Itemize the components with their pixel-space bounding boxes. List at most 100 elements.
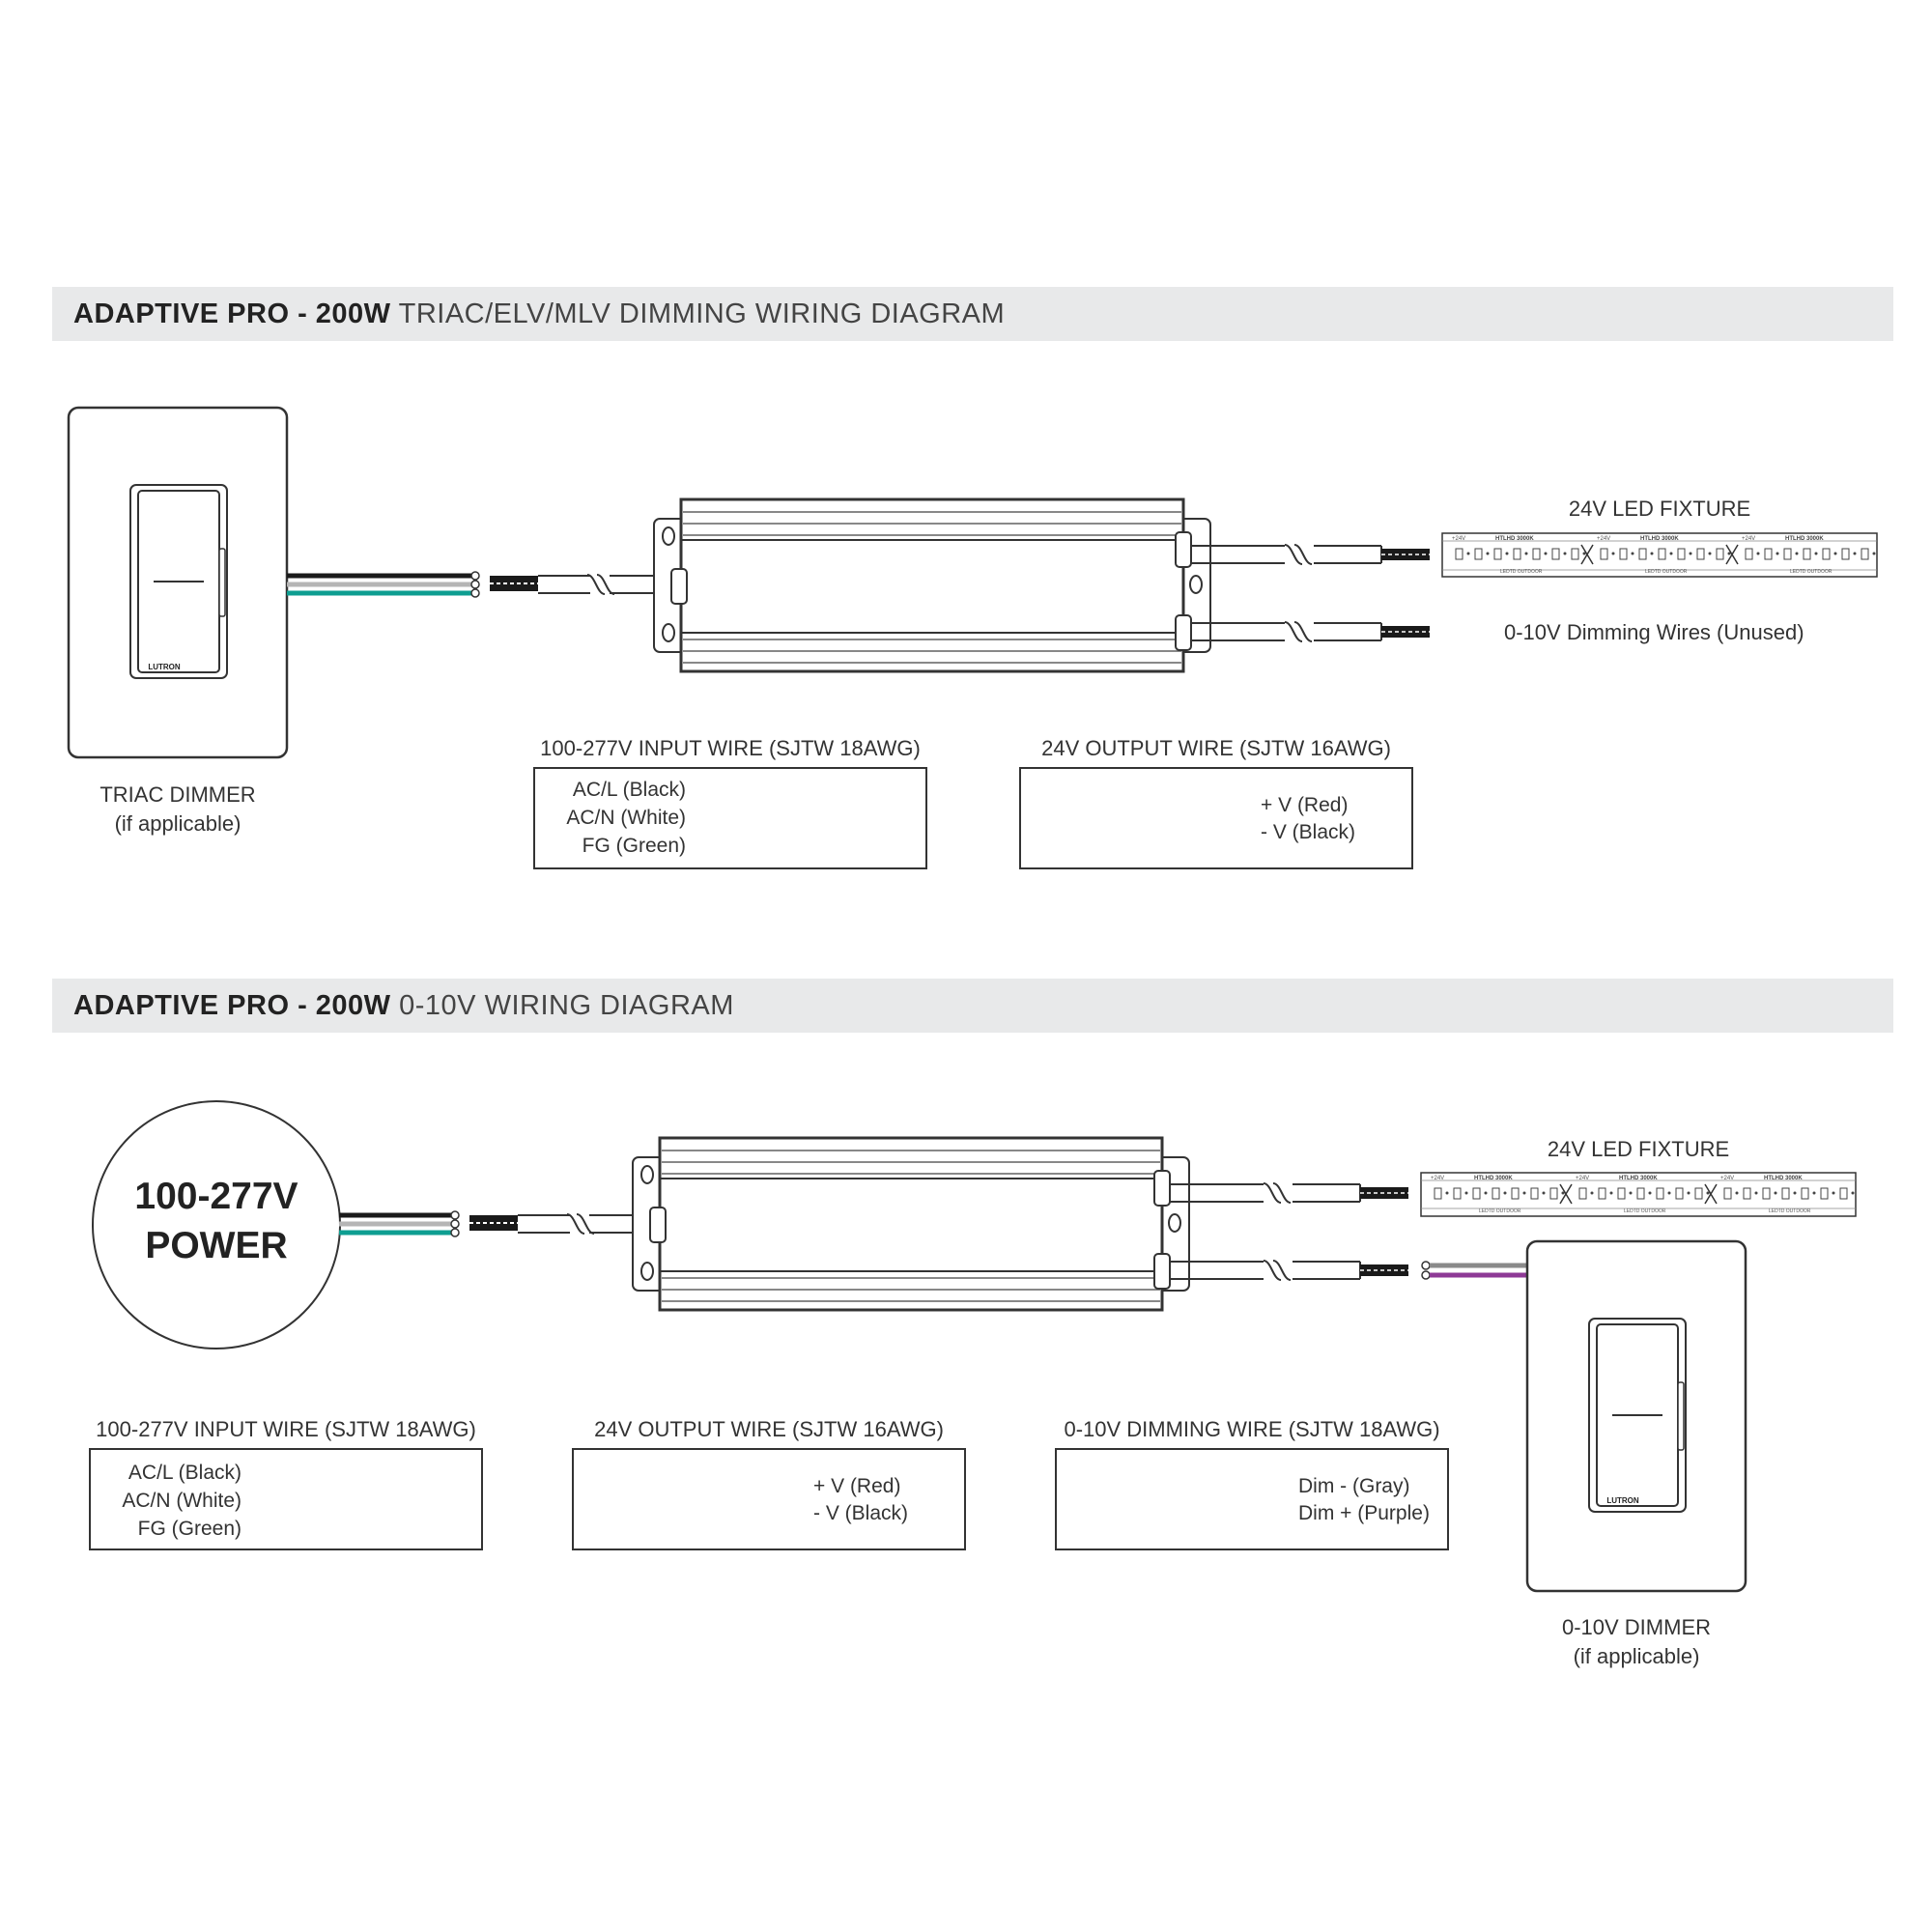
strip-led (1743, 1187, 1751, 1200)
input-wire-title-2: 100-277V INPUT WIRE (SJTW 18AWG) (96, 1417, 476, 1441)
strip-dot (1505, 552, 1509, 555)
strip-dot (1853, 552, 1857, 555)
output-wire-line-2: - V (Black) (1261, 821, 1356, 843)
section2-title-bold: ADAPTIVE PRO - 200W (73, 990, 391, 1021)
ten-volt-dimmer-device: LUTRON (1525, 1239, 1747, 1593)
strip-dot (1648, 1191, 1652, 1195)
strip-led (1822, 548, 1831, 560)
strip-plus-label: +24V (1576, 1176, 1589, 1181)
strip-led (1492, 1187, 1500, 1200)
strip-dot (1609, 1191, 1613, 1195)
strip-led (1803, 548, 1811, 560)
strip-led (1696, 548, 1705, 560)
strip-led (1434, 1187, 1442, 1200)
strip-plus-label: +24V (1431, 1176, 1444, 1181)
strip-dot (1754, 1191, 1758, 1195)
strip-led (1839, 1187, 1848, 1200)
triac-dimmer-label: TRIAC DIMMER (if applicable) (69, 781, 287, 838)
input-wire-title-1: 100-277V INPUT WIRE (SJTW 18AWG) (540, 736, 921, 760)
strip-dot (1708, 552, 1712, 555)
driver-section2 (631, 1136, 1191, 1312)
strip-model-label: HTLHD 3000K (1495, 536, 1534, 542)
fixture-label-1: 24V LED FIXTURE (1568, 497, 1751, 521)
fixture-label-2: 24V LED FIXTURE (1547, 1137, 1730, 1161)
strip-dot (1484, 1191, 1488, 1195)
strip-model-label: HTLHD 3000K (1474, 1176, 1513, 1181)
dimmer-brand-2: LUTRON (1606, 1496, 1639, 1505)
strip-model-label: HTLHD 3000K (1640, 536, 1679, 542)
strip-led (1453, 1187, 1462, 1200)
strip-cut-mark (1704, 1183, 1718, 1205)
strip-led (1493, 548, 1502, 560)
strip-led (1474, 548, 1483, 560)
strip-led (1801, 1187, 1809, 1200)
strip-dot (1727, 552, 1731, 555)
strip-dot (1793, 1191, 1797, 1195)
strip-led (1675, 1187, 1684, 1200)
strip-led (1658, 548, 1666, 560)
strip-dot (1631, 552, 1634, 555)
input-wire2-line-1: AC/L (Black) (128, 1462, 242, 1484)
strip-dot (1872, 552, 1876, 555)
strip-dot (1812, 1191, 1816, 1195)
strip-led (1694, 1187, 1703, 1200)
output-wire-box-1: + V (Red) - V (Black) (1019, 767, 1413, 869)
input-wire-box-1: AC/L (Black) AC/N (White) FG (Green) (533, 767, 927, 869)
strip-plus-label: +24V (1452, 536, 1465, 542)
ten-volt-dimmer-label: 0-10V DIMMER (if applicable) (1527, 1613, 1746, 1671)
section1-title-light: TRIAC/ELV/MLV DIMMING WIRING DIAGRAM (398, 298, 1006, 329)
strip-plus-label: +24V (1720, 1176, 1734, 1181)
section2-header: ADAPTIVE PRO - 200W 0-10V WIRING DIAGRAM (52, 979, 1893, 1033)
triac-dimmer-label-line2: (if applicable) (114, 811, 242, 836)
strip-dot (1590, 1191, 1594, 1195)
output-wire-title-1: 24V OUTPUT WIRE (SJTW 16AWG) (1041, 736, 1391, 760)
strip-led (1638, 548, 1647, 560)
strip-led (1598, 1187, 1606, 1200)
strip-dot (1524, 552, 1528, 555)
strip-led (1820, 1187, 1829, 1200)
strip-dot (1776, 552, 1779, 555)
strip-led (1677, 548, 1686, 560)
strip-dot (1486, 552, 1490, 555)
strip-led (1578, 1187, 1587, 1200)
dimming-wire-title-2: 0-10V DIMMING WIRE (SJTW 18AWG) (1064, 1417, 1440, 1441)
strip-dot (1756, 552, 1760, 555)
strip-dot (1669, 552, 1673, 555)
strip-dot (1629, 1191, 1633, 1195)
driver-section1 (652, 497, 1212, 673)
output-wire-title-2: 24V OUTPUT WIRE (SJTW 16AWG) (594, 1417, 944, 1441)
dimmer-brand-1: LUTRON (148, 663, 181, 671)
strip-led (1619, 548, 1628, 560)
strip-led (1764, 548, 1773, 560)
strip-dot (1687, 1191, 1690, 1195)
ten-volt-dimmer-label-line2: (if applicable) (1573, 1644, 1700, 1668)
dimming-wire-box-2: Dim - (Gray) Dim + (Purple) (1055, 1448, 1449, 1550)
strip-led (1530, 1187, 1539, 1200)
strip-brand-label: LEDTD OUTDOOR (1769, 1208, 1811, 1214)
strip-brand-label: LEDTD OUTDOOR (1645, 569, 1688, 575)
strip-dot (1833, 552, 1837, 555)
strip-dot (1735, 1191, 1739, 1195)
section1-title-bold: ADAPTIVE PRO - 200W (73, 298, 391, 329)
strip-dot (1544, 552, 1548, 555)
input-wires-section2 (339, 1208, 657, 1240)
strip-dot (1563, 552, 1567, 555)
strip-led (1656, 1187, 1664, 1200)
power-line-1: 100-277V (134, 1176, 298, 1217)
strip-cut-mark (1580, 544, 1594, 565)
strip-model-label: HTLHD 3000K (1619, 1176, 1658, 1181)
strip-model-label: HTLHD 3000K (1764, 1176, 1803, 1181)
strip-led (1762, 1187, 1771, 1200)
strip-cut-mark (1725, 544, 1739, 565)
strip-led (1549, 1187, 1558, 1200)
input-wire2-line-2: AC/N (White) (122, 1490, 242, 1512)
strip-dot (1706, 1191, 1710, 1195)
strip-dot (1503, 1191, 1507, 1195)
strip-led (1745, 548, 1753, 560)
strip-led (1600, 548, 1608, 560)
dimming-wire2-line-2: Dim + (Purple) (1298, 1502, 1430, 1524)
output-wire-line-1: + V (Red) (1261, 794, 1349, 816)
strip-dot (1542, 1191, 1546, 1195)
strip-led (1841, 548, 1850, 560)
